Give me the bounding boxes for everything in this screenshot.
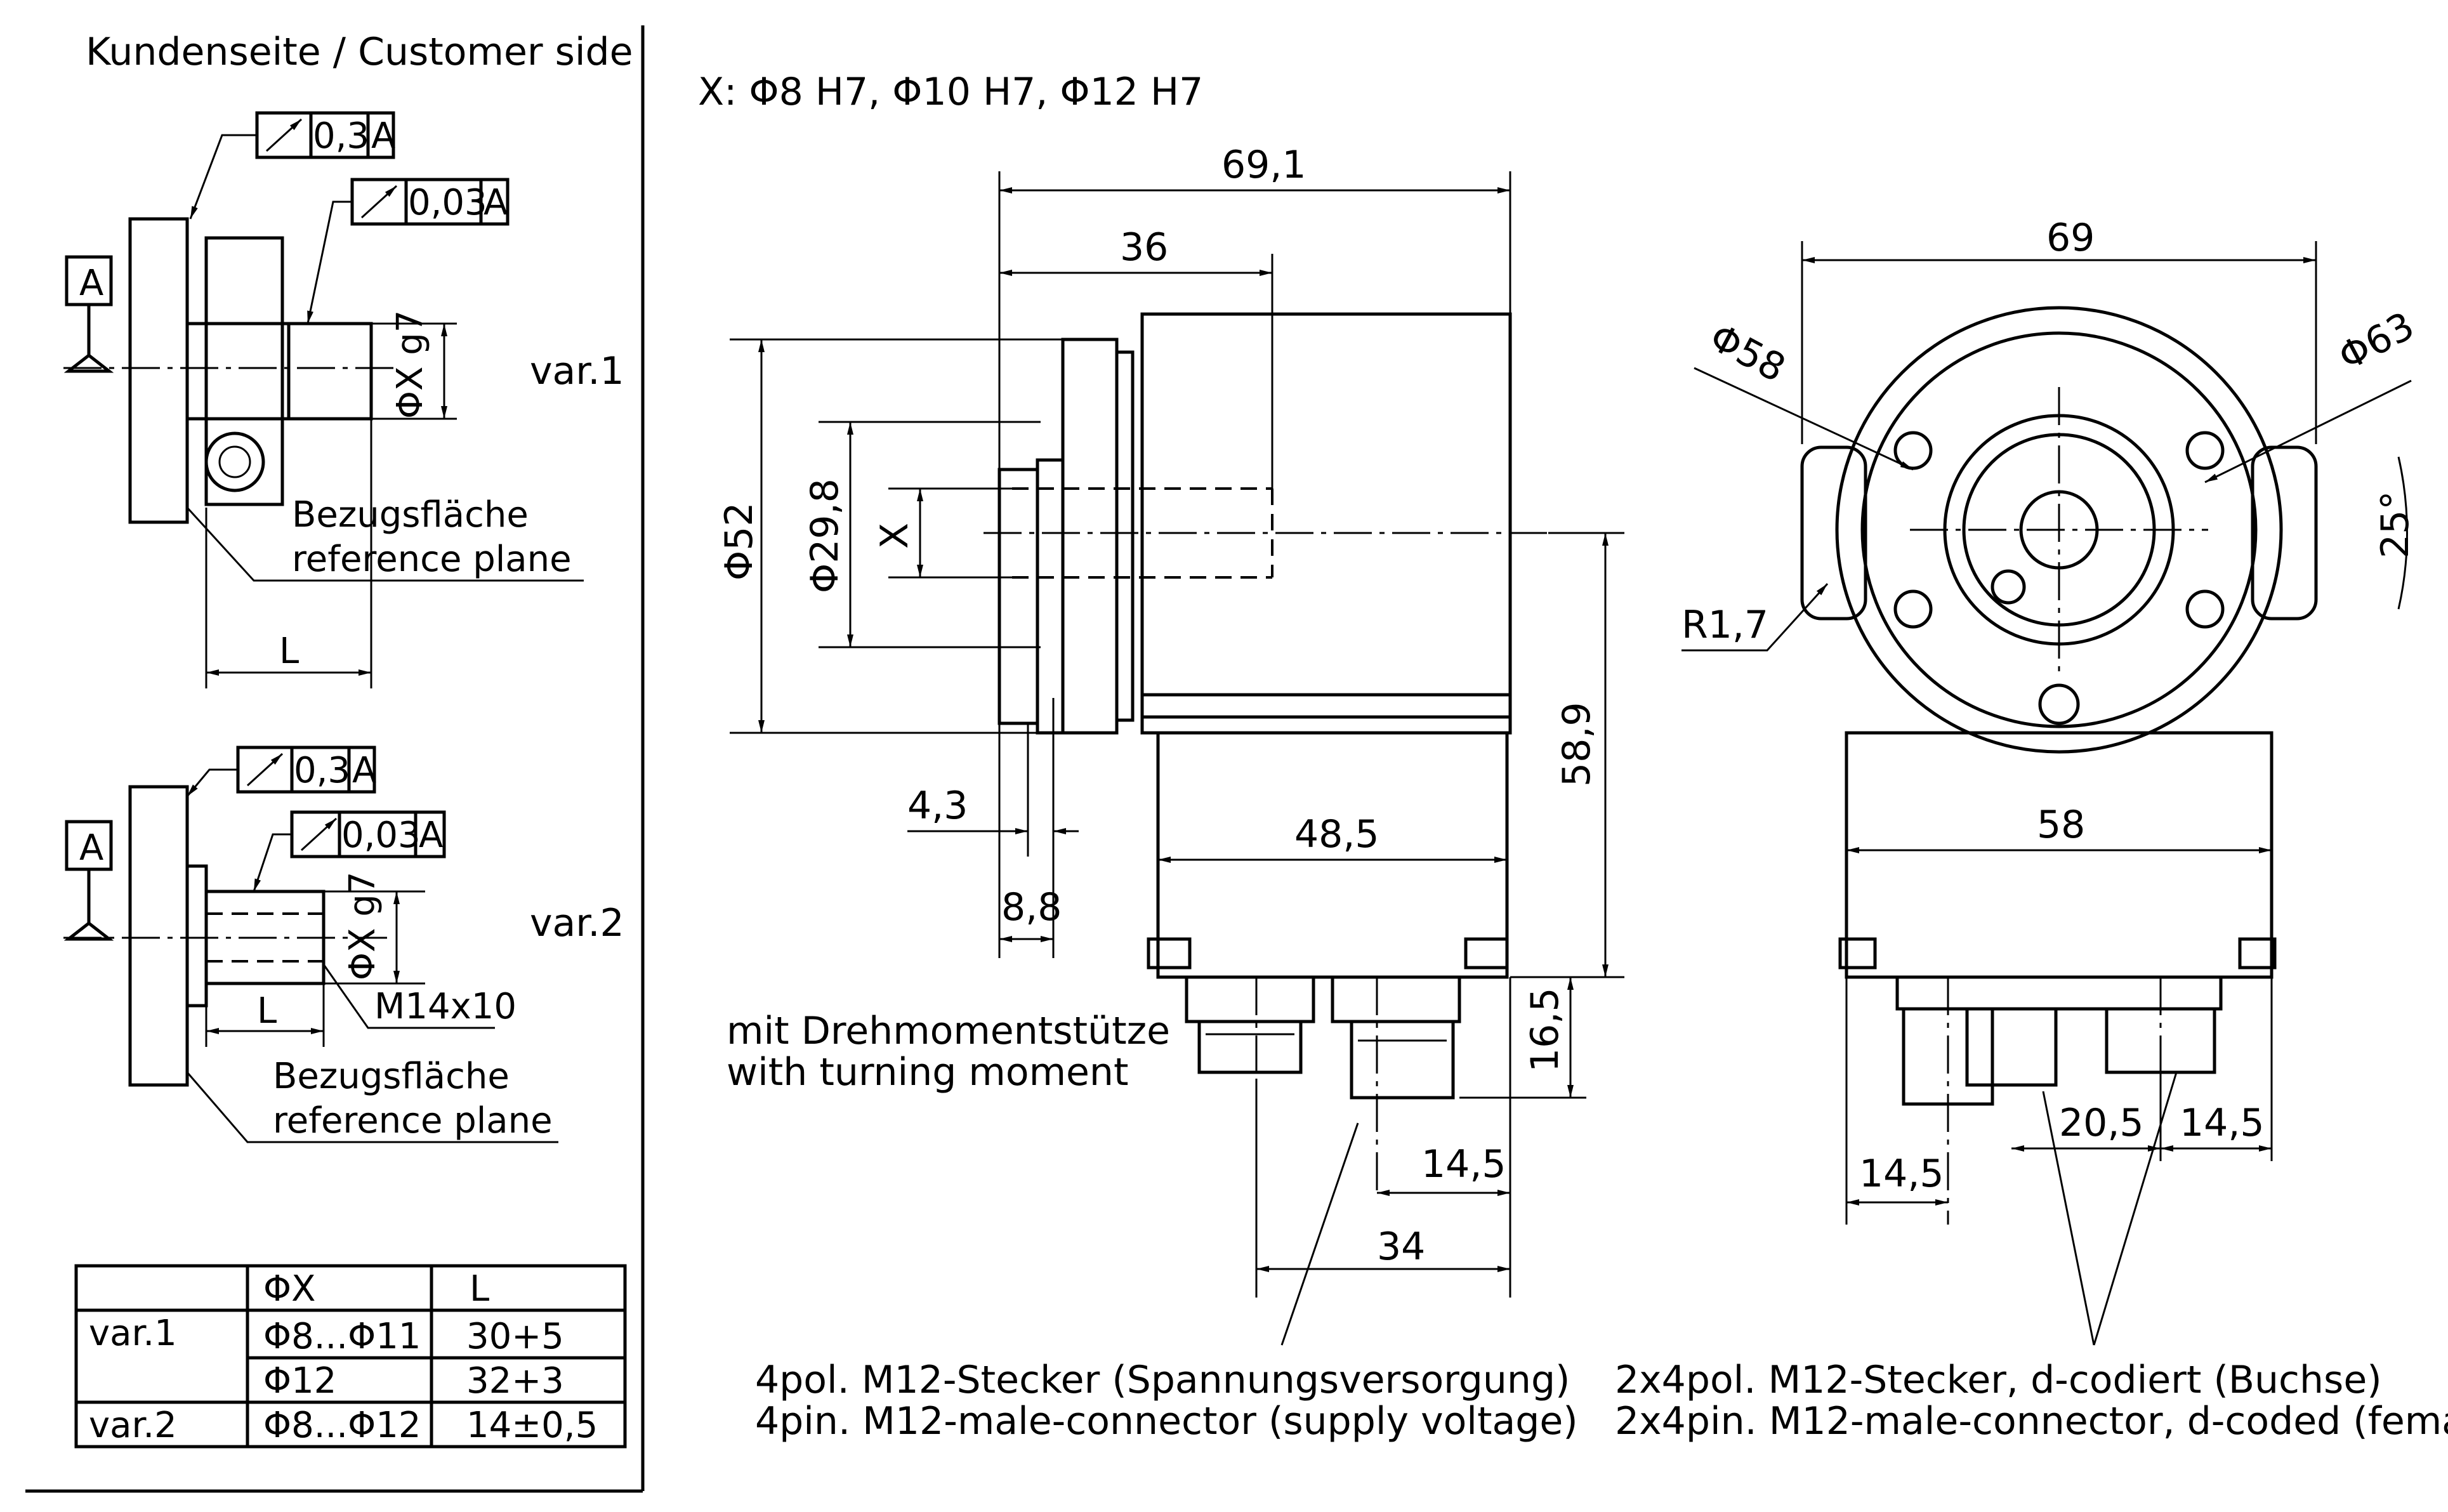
connector-bus [1350,1020,1455,1100]
variant-table: ΦX L var.1 Φ8...Φ11 30+5 Φ12 32+3 var.2 … [74,1264,627,1449]
dim-housing-width: 48,5 [1294,812,1379,857]
reference-en-1: reference plane [292,539,572,580]
bore-note: X: Φ8 H7, Φ10 H7, Φ12 H7 [698,70,1203,114]
supply-leader [1280,1122,1359,1346]
runout-value-3: 0,3 [294,750,350,791]
length-label-2: L [257,990,277,1032]
table-cell: Φ8...Φ11 [263,1316,421,1357]
side-view-drawing: 69,1 36 Φ52 Φ29,8 X 4,3 8,8 48,5 [717,143,1624,1346]
runout-value-4: 0,03 [341,815,421,856]
table-cell: var.1 [89,1313,177,1354]
dim-connector-height: 16,5 [1523,987,1567,1072]
runout-datum-1: A [371,115,395,157]
front-view-drawing: 69 Φ58 Φ63 25° R1,7 58 20,5 14,5 14,5 [1681,216,2421,1346]
dim-offset: 4,3 [907,784,968,828]
reference-en-2: reference plane [273,1100,553,1141]
table-cell: Φ8...Φ12 [263,1405,421,1446]
mount-hole-icon [2185,431,2225,470]
dim-dia-63: Φ63 [2331,303,2421,379]
dim-overall-length: 69,1 [1221,143,1306,187]
customer-side-title: Kundenseite / Customer side [86,30,633,74]
reference-de-2: Bezugsfläche [273,1056,510,1097]
runout-value-1: 0,3 [313,115,369,157]
datum-a-label-1: A [79,263,103,304]
dim-dia-58: Φ58 [1702,315,1793,391]
note-de: mit Drehmomentstütze [727,1009,1170,1053]
caption-supply-de: 4pol. M12-Stecker (Spannungsversorgung) [755,1358,1570,1402]
dim-housing: 58 [2037,803,2085,847]
dim-width: 69 [2046,216,2095,260]
mount-hole-icon [2185,589,2225,629]
table-cell: 14±0,5 [466,1405,598,1446]
dim-connector-offset: 14,5 [1421,1142,1506,1187]
screw-icon [1991,569,2026,605]
dim-flange: 8,8 [1001,885,1062,930]
length-label-1: L [279,631,299,672]
dim-edge-left: 14,5 [1859,1152,1944,1196]
mount-hole-icon [1893,431,1933,470]
var1-label: var.1 [530,349,624,393]
caption-bus-de: 2x4pol. M12-Stecker, d-codiert (Buchse) [1615,1358,2382,1402]
table-cell: 30+5 [466,1316,564,1357]
dim-flange-dia: Φ29,8 [803,478,847,593]
table-cell: 32+3 [466,1360,564,1402]
shaft-dia-label-2: ΦX g7 [342,872,383,980]
thread-label: M14x10 [374,986,517,1027]
runout-value-2: 0,03 [408,182,487,223]
caption-supply-en: 4pin. M12-male-connector (supply voltage… [755,1399,1578,1443]
note-en: with turning moment [727,1050,1129,1095]
table-header-l: L [470,1268,489,1310]
dim-height: 58,9 [1555,702,1599,787]
var1-drawing: A 0,3 A 0,03 A ΦX g7 var.1 L Bezugsfläch… [63,111,624,688]
dim-angle: 25° [2373,491,2418,558]
dim-radius: R1,7 [1681,603,1768,647]
table-header-x: ΦX [263,1268,315,1310]
dim-bore: X [872,523,917,549]
clamp-screw-icon [204,431,265,492]
shaft-dia-label-1: ΦX g7 [390,310,431,419]
runout-datum-2: A [484,182,508,223]
dim-body-dia: Φ52 [717,502,761,581]
var2-drawing: A 0,3 A 0,03 A ΦX g7 var.2 M14x10 L Bezu… [63,746,624,1143]
dim-edge-right: 14,5 [2180,1101,2265,1145]
caption-bus-en: 2x4pin. M12-male-connector, d-coded (fem… [1615,1399,2448,1443]
table-cell: var.2 [89,1405,177,1446]
var2-label: var.2 [530,901,624,945]
connector-supply [1197,1020,1303,1074]
runout-datum-3: A [352,750,376,791]
dim-pitch: 20,5 [2059,1101,2144,1145]
runout-datum-4: A [419,815,443,856]
dim-connector-span: 34 [1377,1225,1425,1269]
screw-icon [2038,683,2080,725]
mount-hole-icon [1893,589,1933,629]
table-cell: Φ12 [263,1360,336,1402]
reference-de-1: Bezugsfläche [292,494,529,536]
datum-a-label-2: A [79,827,103,869]
dim-hollow-depth: 36 [1120,225,1168,270]
